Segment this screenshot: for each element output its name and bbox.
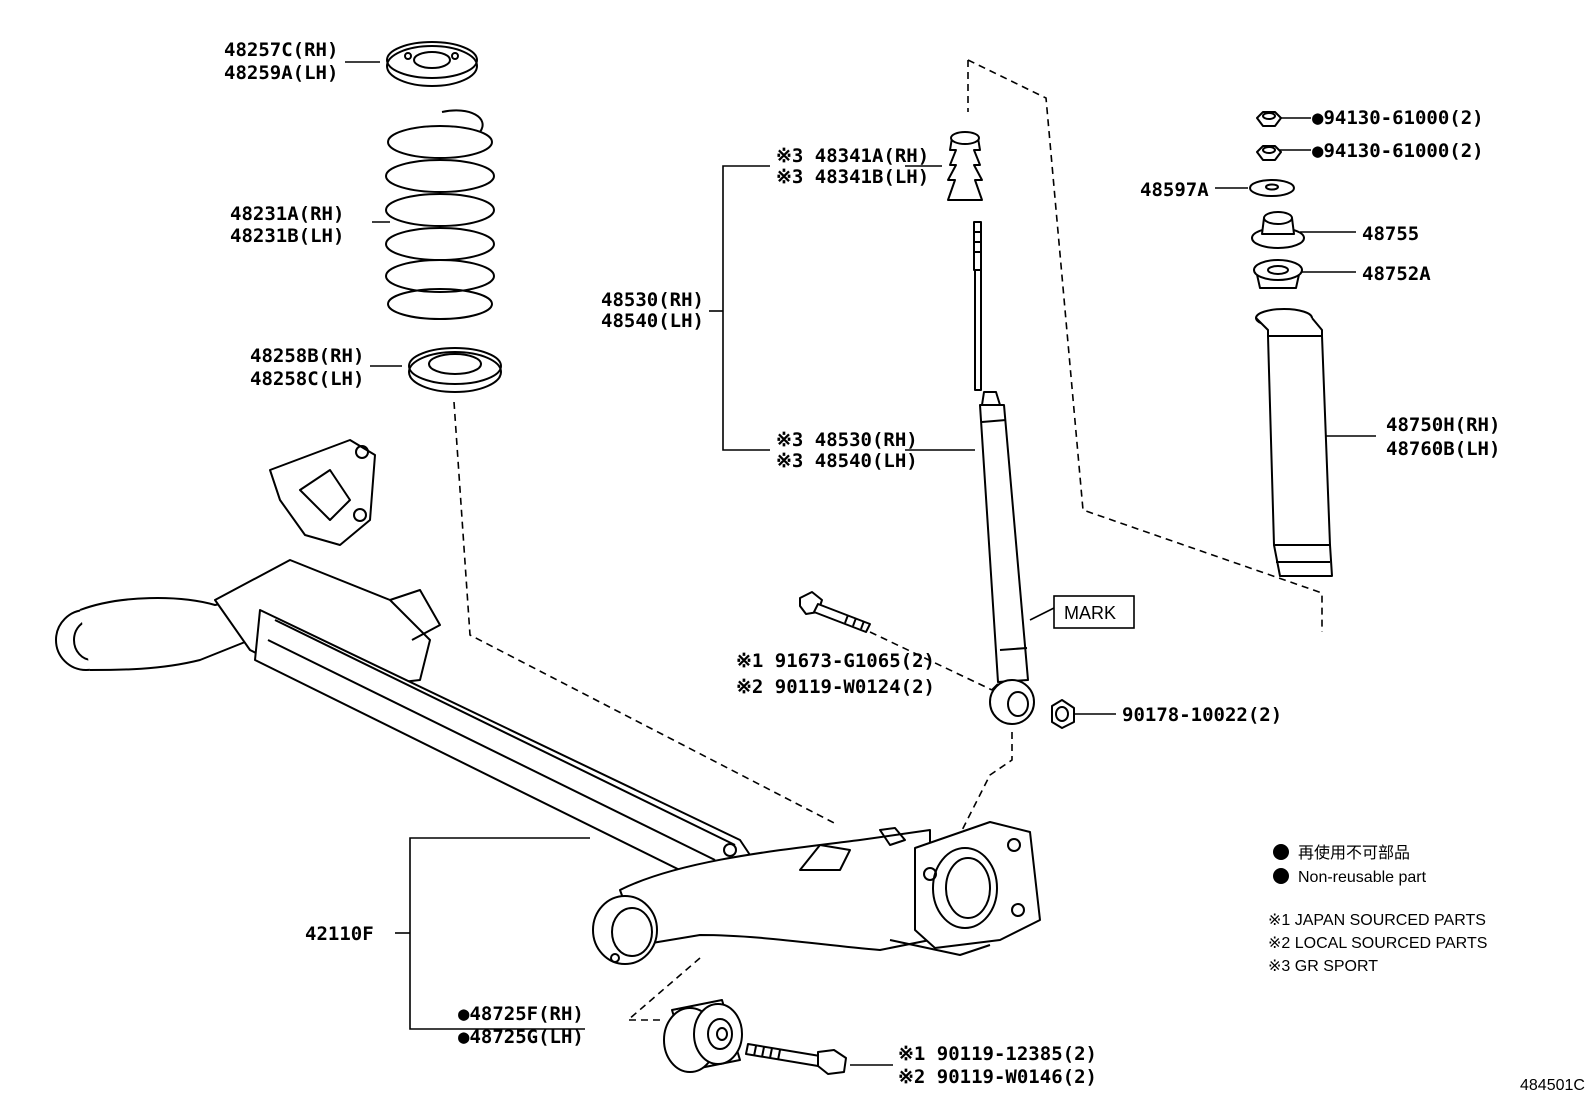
legend: 再使用不可部品 Non-reusable part ※1 JAPAN SOURC…	[1268, 844, 1487, 975]
lower-spring-seat	[408, 347, 502, 393]
rear-axle-beam	[55, 439, 1041, 965]
label-94130-a: ●94130-61000(2)	[1312, 107, 1484, 129]
bump-stopper	[947, 131, 983, 201]
shock-lower-nut	[1051, 699, 1075, 729]
label-48259a: 48259A(LH)	[224, 62, 338, 84]
legend-note-1: ※1 JAPAN SOURCED PARTS	[1268, 912, 1486, 929]
coil-spring	[385, 109, 495, 320]
label-48540: 48540(LH)	[601, 310, 704, 332]
axle-bushing	[663, 999, 743, 1073]
label-48258c: 48258C(LH)	[250, 368, 364, 390]
label-94130-b: ●94130-61000(2)	[1312, 140, 1484, 162]
label-90119-w0146: ※2 90119-W0146(2)	[898, 1066, 1097, 1088]
legend-non-reusable-jp: 再使用不可部品	[1298, 844, 1410, 862]
dashed-alignment-lines	[453, 59, 1323, 1021]
leader-lines	[345, 61, 1376, 1066]
non-reusable-bullet-icon	[1273, 868, 1289, 884]
diagram-code: 484501C	[1520, 1077, 1585, 1094]
legend-note-3: ※3 GR SPORT	[1268, 958, 1378, 975]
label-48257c: 48257C(RH)	[224, 39, 338, 61]
shock-lower-bolt	[799, 591, 871, 633]
label-48341b: ※3 48341B(LH)	[776, 166, 929, 188]
label-48725f: ●48725F(RH)	[458, 1003, 584, 1025]
label-48750h: 48750H(RH)	[1386, 414, 1500, 436]
label-48760b: 48760B(LH)	[1386, 438, 1500, 460]
label-48530: 48530(RH)	[601, 289, 704, 311]
label-91673: ※1 91673-G1065(2)	[736, 650, 935, 672]
label-mark: MARK	[1064, 603, 1116, 623]
label-48540-gr: ※3 48540(LH)	[776, 450, 918, 472]
label-42110f: 42110F	[305, 923, 374, 945]
label-48231a: 48231A(RH)	[230, 203, 344, 225]
upper-spring-seat	[386, 41, 478, 87]
label-48530-gr: ※3 48530(RH)	[776, 429, 918, 451]
label-48725g: ●48725G(LH)	[458, 1026, 584, 1048]
label-48752a: 48752A	[1362, 263, 1431, 285]
legend-note-2: ※2 LOCAL SOURCED PARTS	[1268, 935, 1487, 952]
label-48341a: ※3 48341A(RH)	[776, 145, 929, 167]
shock-absorber	[973, 221, 1035, 725]
label-48231b: 48231B(LH)	[230, 225, 344, 247]
mark-box	[1053, 595, 1135, 629]
label-48597a: 48597A	[1140, 179, 1209, 201]
label-90178: 90178-10022(2)	[1122, 704, 1282, 726]
upper-mount-parts	[1249, 111, 1333, 577]
label-90119-w0124: ※2 90119-W0124(2)	[736, 676, 935, 698]
legend-non-reusable-en: Non-reusable part	[1298, 869, 1427, 886]
label-90119-12385: ※1 90119-12385(2)	[898, 1043, 1097, 1065]
part-labels: 48257C(RH) 48259A(LH) 48231A(RH) 48231B(…	[224, 39, 1500, 1088]
bushing-bolt	[745, 1043, 847, 1075]
label-48258b: 48258B(RH)	[250, 345, 364, 367]
label-48755: 48755	[1362, 223, 1419, 245]
non-reusable-bullet-icon	[1273, 844, 1289, 860]
